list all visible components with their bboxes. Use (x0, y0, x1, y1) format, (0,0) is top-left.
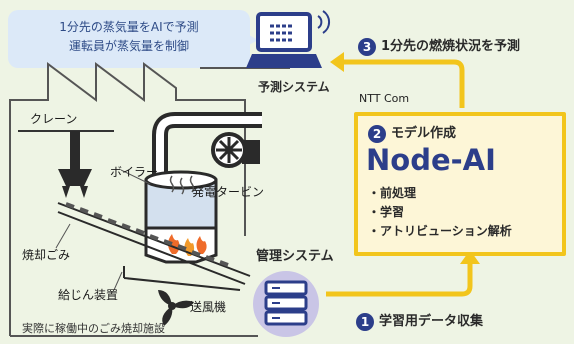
boiler-label: ボイラー (110, 165, 159, 179)
leader-feeder (113, 271, 123, 291)
step1-caption: 1 学習用データ収集 (356, 310, 483, 331)
model-item-preprocess: ・前処理 (368, 186, 417, 200)
step3-badge: 3 (358, 37, 376, 56)
bubble-line-1: 1分先の蒸気量をAIで予測 (59, 20, 199, 34)
feeder-label: 給じん装置 (58, 288, 119, 302)
step2-badge: 2 (368, 124, 386, 143)
turbine-label: 発電タービン (192, 185, 265, 199)
step3-caption: 3 1分先の燃焼状況を予測 (358, 35, 520, 56)
step3-label: 1分先の燃焼状況を予測 (381, 39, 521, 54)
speech-bubble (8, 10, 250, 68)
leader-waste (55, 223, 71, 249)
crane-icon (18, 130, 114, 198)
laptop-label: 予測システム (258, 80, 330, 94)
model-box (354, 112, 566, 256)
model-items: ・前処理 ・学習 ・アトリビューション解析 (368, 184, 512, 241)
turbine-icon (211, 132, 260, 168)
flow-arrows (326, 52, 480, 297)
leader-boiler (120, 169, 151, 185)
bubble-line-2: 運転員が蒸気量を制御 (68, 39, 189, 53)
model-item-training: ・学習 (368, 205, 405, 219)
blower-label: 送風機 (190, 300, 227, 314)
ntt-label: NTT Com (359, 92, 410, 105)
step1-label: 学習用データ収集 (379, 314, 484, 329)
waste-label: 焼却ごみ (22, 248, 71, 262)
model-item-attribution: ・アトリビューション解析 (368, 224, 512, 238)
grate-conveyor (57, 202, 251, 291)
laptop-icon (246, 10, 330, 68)
step2-caption: 2 モデル作成 (368, 122, 456, 143)
crane-label: クレーン (30, 112, 78, 126)
server-icon (253, 271, 319, 337)
facility-label: 実際に稼働中のごみ焼却施設 (22, 322, 165, 335)
step2-label: モデル作成 (391, 126, 457, 141)
boiler-duct (152, 112, 262, 180)
step1-badge: 1 (356, 312, 374, 331)
node-ai-title: Node-AI (366, 143, 496, 177)
bubble-text: 1分先の蒸気量をAIで予測 運転員が蒸気量を制御 (8, 18, 250, 56)
server-label: 管理システム (256, 249, 334, 264)
blower-icon (158, 290, 194, 326)
